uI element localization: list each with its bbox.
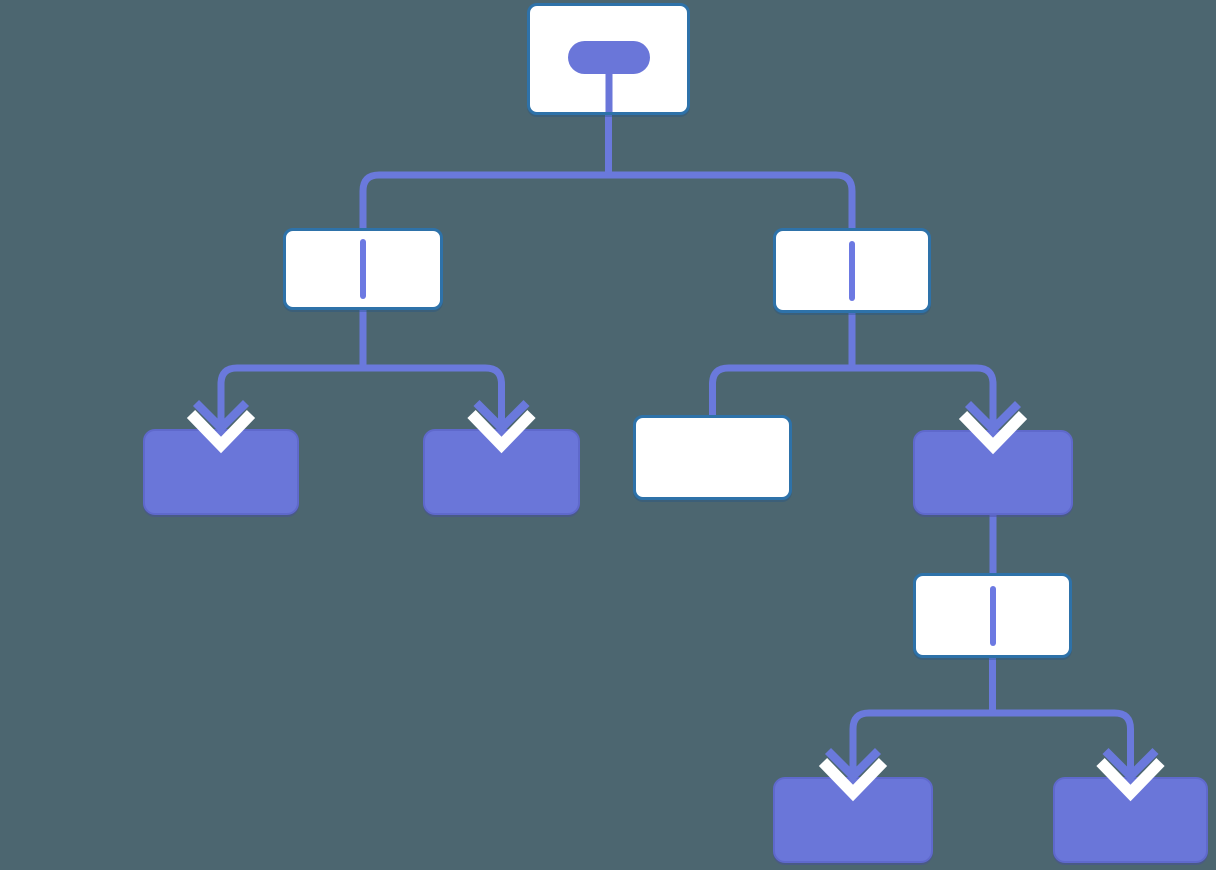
connector-line	[217, 364, 505, 428]
drop-arrow-purple-chevron-icon	[1102, 747, 1159, 783]
text-caret-icon	[849, 240, 855, 301]
connector-line	[849, 709, 1134, 776]
drop-arrow-purple-chevron-icon	[824, 747, 882, 783]
node-branch-right[interactable]	[773, 228, 931, 313]
node-leaf-1[interactable]	[143, 429, 299, 515]
node-root[interactable]	[527, 3, 690, 115]
connector-line	[359, 171, 856, 232]
node-leaf-4[interactable]	[1053, 777, 1208, 863]
drop-arrow-purple-chevron-icon	[473, 399, 530, 435]
text-caret-icon	[989, 585, 996, 646]
node-subbranch[interactable]	[913, 573, 1072, 658]
drop-arrow-purple-chevron-icon	[964, 400, 1022, 436]
text-caret-icon	[360, 239, 366, 299]
node-subbranch-top[interactable]	[913, 430, 1073, 515]
pill-stem-icon	[605, 70, 612, 112]
node-leaf-3[interactable]	[773, 777, 933, 863]
node-leaf-2[interactable]	[423, 429, 580, 515]
node-branch-left[interactable]	[283, 228, 443, 310]
node-child-plain[interactable]	[633, 415, 792, 500]
pill-root-icon	[567, 41, 650, 74]
drop-arrow-purple-chevron-icon	[192, 399, 250, 435]
